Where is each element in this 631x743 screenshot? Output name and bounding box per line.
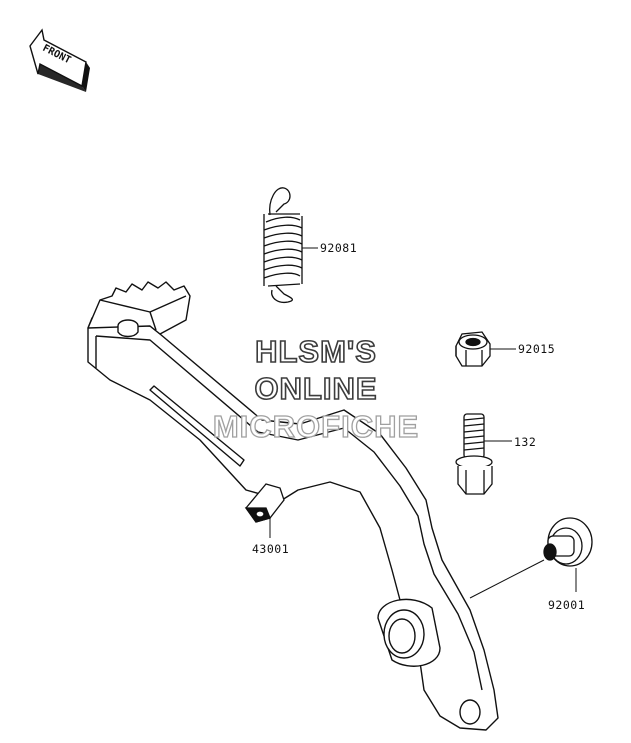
spring-part [263, 187, 303, 304]
part-label-92015: 92015 [518, 342, 555, 356]
part-label-132: 132 [514, 435, 536, 449]
watermark-line-1: HLSM'S [255, 334, 377, 369]
watermark: HLSM'S ONLINE MICROFICHE [212, 333, 419, 444]
watermark-line-2: ONLINE [254, 371, 377, 406]
brake-pedal-part [87, 281, 499, 731]
part-label-92001: 92001 [548, 598, 585, 612]
part-label-43001: 43001 [252, 542, 289, 556]
pin-part [543, 517, 593, 567]
part-label-92081: 92081 [320, 241, 357, 255]
bolt-part [455, 413, 493, 495]
nut-part [455, 331, 491, 367]
front-arrow-icon: FRONT [29, 28, 90, 92]
watermark-line-3: MICROFICHE [213, 409, 419, 444]
